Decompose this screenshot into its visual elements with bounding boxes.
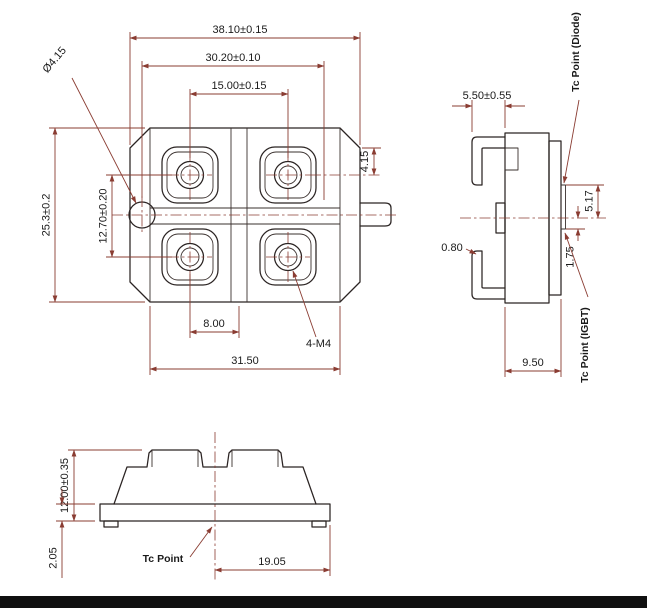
tc-point-diode-label: Tc Point (Diode) — [570, 12, 582, 92]
front-view: 12.00±0.35 2.05 19.05 Tc Point — [48, 432, 331, 582]
callout-thread: 4-M4 — [292, 270, 331, 350]
dim-tc-igbt-offset-label: 1.75 — [565, 246, 577, 267]
dim-lead-thickness: 0.80 — [441, 242, 477, 255]
callout-tc-diode: Tc Point (Diode) — [562, 12, 582, 184]
dim-center-to-edge-label: 19.05 — [258, 556, 286, 568]
dim-pad-offset: 8.00 — [189, 274, 240, 338]
dim-terminal-pitch-y-label: 12.70±0.20 — [98, 189, 110, 244]
leader-line — [189, 526, 213, 558]
dim-terminal-pitch-y: 12.70±0.20 — [98, 174, 172, 258]
tc-point-igbt-label: Tc Point (IGBT) — [579, 307, 591, 383]
dim-body-width-label: 31.50 — [231, 355, 259, 367]
leader-line — [465, 248, 477, 255]
dim-terminal-pitch-x-label: 15.00±0.15 — [212, 80, 267, 92]
sheet-edge-bar — [0, 596, 647, 608]
foot — [103, 520, 119, 528]
dim-overall-depth-label: 25.3±0.2 — [41, 194, 53, 237]
dim-lead-length-label: 5.50±0.55 — [463, 90, 512, 102]
dim-base-thickness-label: 2.05 — [48, 547, 60, 568]
callout-tc-igbt: Tc Point (IGBT) — [564, 232, 591, 383]
dim-pad-offset-label: 8.00 — [203, 318, 224, 330]
leader-line — [562, 99, 580, 184]
dim-body-depth: 9.50 — [504, 299, 562, 377]
dim-base-thickness: 2.05 — [48, 489, 95, 578]
callout-tc-point: Tc Point — [143, 526, 213, 565]
dim-body-width: 31.50 — [149, 306, 341, 375]
hole-diameter-callout-label: Ø4.15 — [40, 45, 68, 76]
dim-hole-span: 30.20±0.10 — [141, 52, 325, 200]
dim-overall-width: 38.10±0.15 — [129, 24, 361, 145]
internal-detail — [504, 147, 519, 171]
leader-line — [292, 270, 317, 338]
dim-overall-height-label: 12.00±0.35 — [59, 458, 71, 513]
dim-overall-width-label: 38.10±0.15 — [213, 24, 268, 36]
dim-overall-depth: 25.3±0.2 — [41, 127, 145, 303]
dim-tc-diode-offset: 5.17 — [566, 184, 604, 219]
dim-terminal-pitch-x: 15.00±0.15 — [189, 80, 289, 158]
tc-boss — [560, 184, 566, 230]
dim-tc-diode-offset-label: 5.17 — [584, 190, 596, 211]
dim-lead-thickness-label: 0.80 — [441, 242, 462, 254]
terminal-pad — [259, 228, 317, 286]
thread-callout-label: 4-M4 — [306, 338, 331, 350]
leader-line — [564, 232, 589, 298]
dim-tc-igbt-offset: 1.75 — [565, 206, 585, 268]
dim-hole-span-label: 30.20±0.10 — [206, 52, 261, 64]
leader-line — [71, 77, 137, 204]
dim-lead-length: 5.50±0.55 — [452, 90, 525, 132]
terminal-tab — [359, 202, 392, 227]
top-view: 38.10±0.15 30.20±0.10 15.00±0.15 Ø4.15 2… — [40, 24, 399, 375]
dim-center-to-edge: 19.05 — [214, 525, 331, 576]
lead-clip-top — [471, 136, 506, 186]
lead-clip-bottom — [471, 250, 506, 300]
dim-tab-offset: 4.15 — [310, 147, 381, 176]
dim-body-depth-label: 9.50 — [522, 357, 543, 369]
tc-point-label: Tc Point — [143, 553, 184, 565]
foot — [311, 520, 327, 528]
dim-tab-offset-label: 4.15 — [359, 151, 371, 172]
side-view: 5.50±0.55 0.80 9.50 5.17 1.75 — [441, 12, 606, 383]
